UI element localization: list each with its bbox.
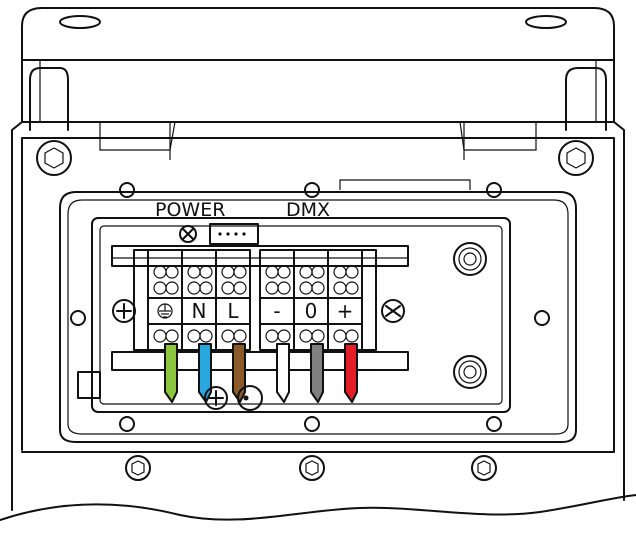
terminal-label-neutral: N	[192, 299, 207, 323]
lid-slot-right	[525, 15, 567, 29]
wires	[164, 343, 358, 403]
inner-cavity	[91, 217, 511, 413]
cable-gland	[453, 242, 487, 276]
wire-dmx-zero	[310, 343, 324, 403]
hex-screw-icon	[125, 455, 151, 481]
hex-screw-icon	[471, 455, 497, 481]
terminal-label-dmx-minus: -	[273, 299, 280, 323]
wire-neutral	[198, 343, 212, 403]
mount-hole	[70, 310, 86, 326]
hex-screw-icon	[36, 140, 72, 176]
earth-icon	[157, 303, 173, 319]
cable-gland	[453, 355, 487, 389]
terminal-label-dmx-zero: 0	[305, 299, 318, 323]
gasket-frame	[59, 179, 577, 443]
mount-hole	[304, 416, 320, 432]
mount-hole	[119, 182, 135, 198]
mount-hole	[534, 310, 550, 326]
dmx-label: DMX	[286, 199, 330, 221]
mount-hole	[119, 416, 135, 432]
ground-screw-icon	[204, 385, 263, 411]
lid-slot-left	[59, 15, 101, 29]
screw-icon	[179, 225, 197, 243]
pcb-connector	[209, 223, 259, 245]
mount-hole	[304, 182, 320, 198]
wire-dmx-plus	[344, 343, 358, 403]
lid	[21, 7, 615, 160]
mount-hole	[486, 182, 502, 198]
screw-icon	[381, 299, 405, 323]
clip	[77, 371, 101, 399]
wire-earth	[164, 343, 178, 403]
terminal-label-dmx-plus: +	[337, 299, 354, 323]
terminal-label-live: L	[227, 299, 239, 323]
wire-live	[232, 343, 246, 403]
screw-icon	[112, 299, 136, 323]
base	[0, 451, 636, 521]
hex-screw-icon	[299, 455, 325, 481]
terminal-blocks	[133, 249, 377, 351]
enclosure-body	[11, 121, 625, 511]
wire-dmx-minus	[276, 343, 290, 403]
power-label: POWER	[155, 199, 225, 221]
hex-screw-icon	[558, 140, 594, 176]
mount-hole	[486, 416, 502, 432]
